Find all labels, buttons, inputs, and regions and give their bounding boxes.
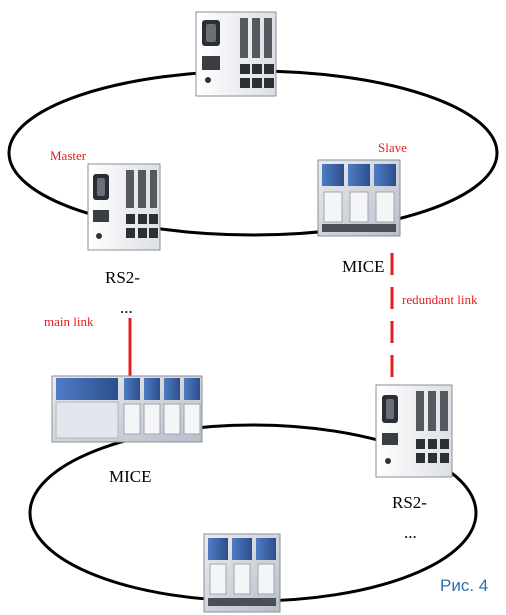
right-switch xyxy=(375,384,453,478)
mice-bottom-left-label: MICE xyxy=(109,467,152,486)
mice-top-right-label: MICE xyxy=(342,257,385,276)
rs2-bottom-right-label-line2: ... xyxy=(404,523,417,542)
top-switch xyxy=(195,11,277,97)
master-label: Master xyxy=(50,148,87,163)
bottom-mice xyxy=(203,533,281,613)
redundant-link-label: redundant link xyxy=(402,292,478,307)
rs2-left-label-line2: ... xyxy=(120,298,133,317)
rs2-left-label-line1: RS2- xyxy=(105,268,140,287)
left-mice xyxy=(51,375,203,443)
main-link-label: main link xyxy=(44,314,94,329)
master-switch xyxy=(87,163,161,251)
slave-label: Slave xyxy=(378,140,407,155)
rs2-bottom-right-label-line1: RS2- xyxy=(392,493,427,512)
figure-caption: Рис. 4 xyxy=(440,576,488,595)
slave-mice xyxy=(317,159,401,237)
